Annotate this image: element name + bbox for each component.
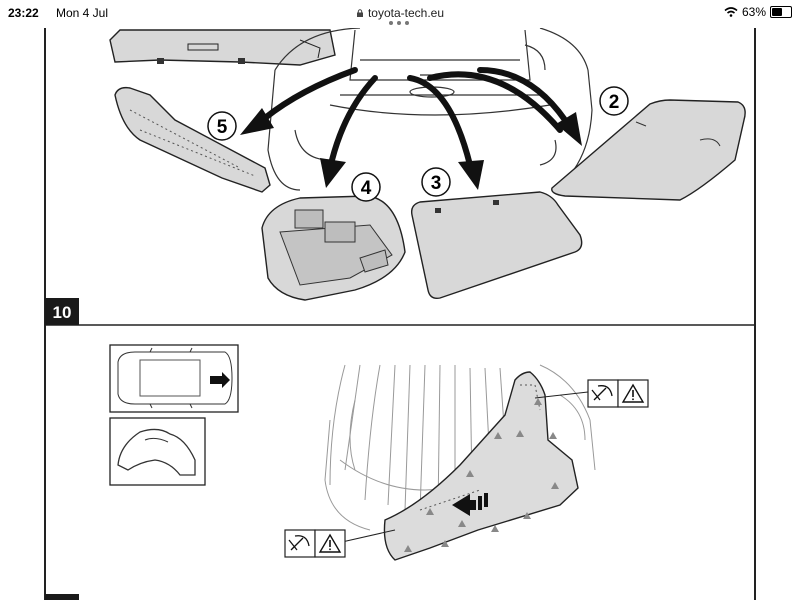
hand-pull-thumbnail [109, 417, 206, 486]
part-5-callout [207, 111, 237, 141]
part-3-callout [421, 167, 451, 197]
status-date: Mon 4 Jul [56, 6, 109, 20]
part-3-floorboard [410, 191, 583, 300]
battery-fill [772, 8, 783, 16]
multitask-dots-icon[interactable] [384, 20, 414, 26]
trunk-trim-panel [383, 371, 579, 561]
clip-warning-callout-top [534, 379, 649, 408]
battery-icon [770, 6, 792, 18]
address-url[interactable]: toyota-tech.eu [0, 6, 800, 20]
clip-tool-icon [288, 535, 310, 551]
part-4-callout [351, 172, 381, 202]
part-4-tray [261, 195, 406, 301]
clip-tool-icon [591, 385, 613, 401]
part-5-trim [114, 86, 271, 193]
url-text: toyota-tech.eu [367, 6, 445, 20]
clip-markers [404, 398, 559, 552]
status-bar: 23:22 Mon 4 Jul toyota-tech.eu 63% [0, 0, 800, 28]
arrow-heads [240, 108, 582, 190]
part-4-label: 4 [361, 178, 372, 199]
status-right: 63% [724, 5, 792, 19]
pull-direction-arrow [452, 493, 488, 516]
trunk-side-panel [109, 29, 336, 66]
hand-icon [117, 428, 196, 476]
next-step-badge [45, 594, 79, 600]
manual-illustration: 5 4 3 2 10 [44, 27, 756, 600]
removal-arrows [262, 67, 568, 168]
part-2-label: 2 [609, 92, 620, 113]
part-2-callout [599, 86, 629, 116]
status-time: 23:22 [8, 6, 39, 20]
part-3-label: 3 [431, 173, 442, 194]
part-5-label: 5 [217, 117, 228, 138]
wifi-icon [724, 7, 738, 17]
lock-icon [356, 9, 363, 17]
part-2-deckboard [551, 99, 746, 201]
car-topview-thumbnail [109, 344, 239, 413]
clip-warning-callout-bottom [284, 529, 396, 558]
step-10-label: 10 [53, 303, 72, 322]
manual-page[interactable]: 5 4 3 2 10 [0, 27, 800, 600]
battery-percent: 63% [741, 5, 766, 19]
step-10-badge [45, 298, 79, 325]
